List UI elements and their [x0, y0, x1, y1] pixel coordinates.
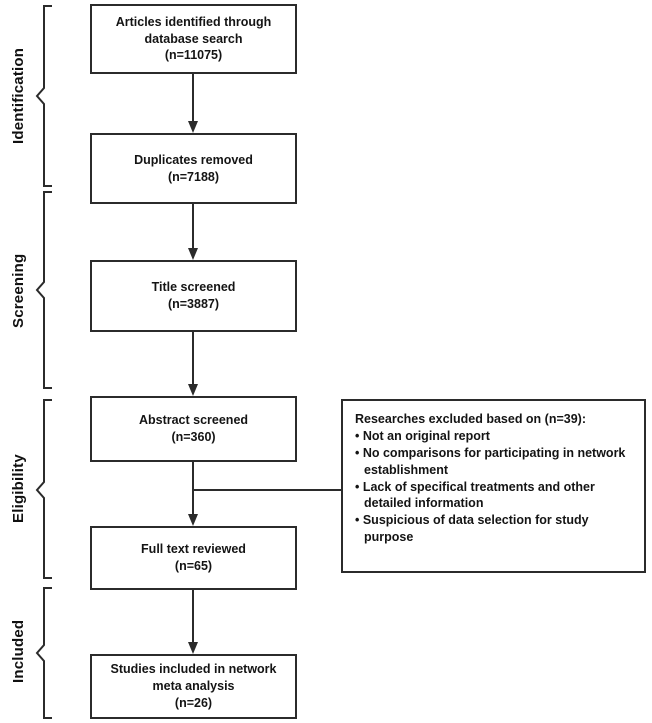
- excluded-bullet: • Not an original report: [355, 428, 490, 443]
- excluded-bullet: • No comparisons for participating in ne…: [355, 445, 626, 477]
- box-line: Articles identified through: [115, 14, 272, 29]
- box-line: database search: [144, 31, 243, 46]
- box-line: (n=11075): [164, 48, 223, 63]
- box-articles-identified: Articles identified through database sea…: [90, 4, 297, 74]
- box-researches-excluded: Researches excluded based on (n=39): • N…: [341, 399, 646, 573]
- box-line: Duplicates removed: [134, 152, 253, 167]
- box-line: (n=7188): [167, 169, 220, 184]
- box-line: Studies included in network: [110, 662, 277, 677]
- box-line: Full text reviewed: [141, 542, 246, 557]
- box-line: (n=3887): [167, 297, 220, 311]
- stage-label-included: Included: [10, 619, 27, 683]
- excluded-bullet: • Suspicious of data selection for study…: [355, 513, 589, 545]
- brace-identification: [35, 5, 52, 187]
- box-line: (n=65): [174, 559, 213, 573]
- brace-screening: [35, 191, 52, 389]
- arrowhead-1: [188, 121, 198, 133]
- box-full-text-reviewed: Full text reviewed (n=65): [90, 526, 297, 590]
- stage-label-screening: Screening: [10, 253, 27, 329]
- box-line: Title screened: [151, 280, 236, 295]
- arrowhead-4: [188, 514, 198, 526]
- arrowhead-2: [188, 248, 198, 260]
- box-title-screened: Title screened (n=3887): [90, 260, 297, 332]
- box-duplicates-removed: Duplicates removed (n=7188): [90, 133, 297, 204]
- brace-eligibility: [35, 399, 52, 579]
- box-line: Abstract screened: [138, 413, 249, 428]
- stage-label-identification: Identification: [10, 47, 27, 145]
- box-line: (n=360): [171, 430, 216, 444]
- stage-label-eligibility: Eligibility: [10, 454, 27, 524]
- arrowhead-3: [188, 384, 198, 396]
- box-studies-included: Studies included in network meta analysi…: [90, 654, 297, 719]
- excluded-bullet: • Lack of specifical treatments and othe…: [355, 479, 595, 511]
- box-line: (n=26): [174, 695, 213, 710]
- brace-included: [35, 587, 52, 719]
- arrowhead-5: [188, 642, 198, 654]
- box-line: meta analysis: [152, 679, 235, 694]
- box-abstract-screened: Abstract screened (n=360): [90, 396, 297, 462]
- excluded-heading: Researches excluded based on (n=39):: [355, 412, 586, 426]
